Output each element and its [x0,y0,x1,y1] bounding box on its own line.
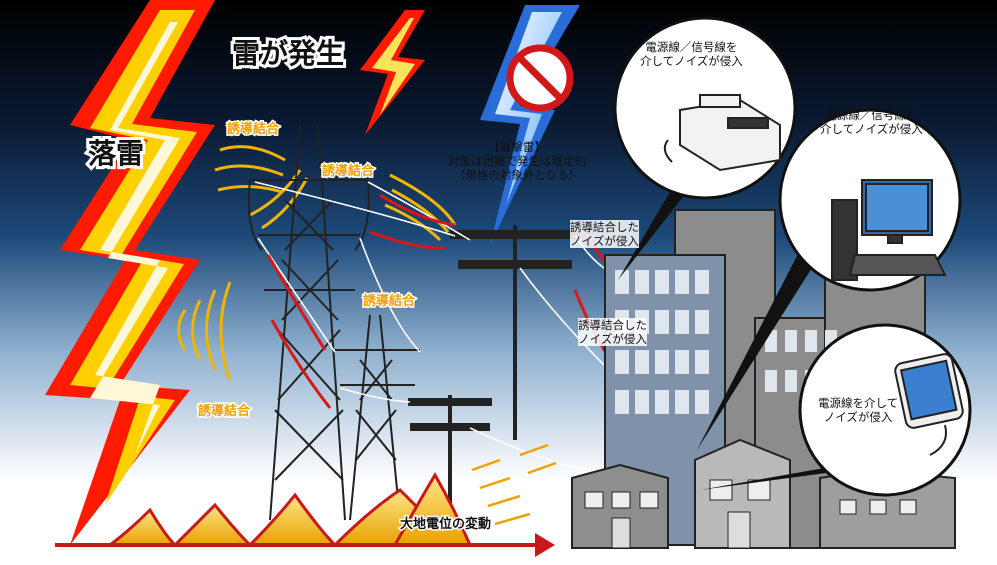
noise-building-note-2-line2: ノイズが侵入 [578,332,647,346]
noise-building-note-2-line1: 誘導結合した [578,318,647,332]
coupling-waves [177,145,457,381]
ground-potential-hills [105,472,473,547]
ground-dashes [471,443,557,526]
ground-potential-label: 大地電位の変動 [398,517,492,533]
transmission-tower-large [247,124,370,521]
fax-note-line1: 電源線／信号線を [645,40,738,54]
fax-note-line2: 介してノイズが侵入 [640,54,743,68]
noise-building-note-2: 誘導結合した ノイズが侵入 [578,318,647,346]
coupling-label-1: 誘導結合 [225,122,280,138]
noise-building-note-1-line2: ノイズが侵入 [570,234,639,248]
lightning-bolt-small [360,10,425,135]
pc-note-line1: 電源線／信号線を [825,108,918,122]
direct-strike-line2: （規格の対象外となる） [453,168,581,182]
phone-note-line1: 電源線を介して [818,396,899,410]
smartphone-icon [894,353,964,456]
house-middle [694,438,791,549]
coupling-label-2: 誘導結合 [320,164,375,180]
coupling-label-4: 誘導結合 [196,404,251,420]
noise-building-note-1: 誘導結合した ノイズが侵入 [570,220,639,248]
buildings [571,209,956,549]
phone-note-line2: ノイズが侵入 [823,410,893,424]
noise-building-note-1-line1: 誘導結合した [570,220,639,234]
pc-note: 電源線／信号線を 介してノイズが侵入 [820,108,923,136]
lightning-strike-label: 落雷 [85,137,147,171]
transmission-tower-small [335,314,420,521]
phone-note: 電源線を介して ノイズが侵入 [818,396,898,424]
pc-note-line2: 介してノイズが侵入 [820,122,923,136]
lightning-bolt-large [45,0,215,545]
direct-strike-bolt [480,5,580,245]
fax-icon [663,94,781,172]
direct-strike-line1: 対策は困難で発生は限定的 [448,154,586,168]
lightning-occurs-label: 雷が発生 [229,37,347,71]
pc-icon [831,179,947,281]
direct-strike-note: 【直撃雷】 対策は困難で発生は限定的 （規格の対象外となる） [448,140,586,182]
fax-note: 電源線／信号線を 介してノイズが侵入 [640,40,743,68]
direct-strike-title: 【直撃雷】 [488,140,546,154]
coupling-label-3: 誘導結合 [361,294,416,310]
